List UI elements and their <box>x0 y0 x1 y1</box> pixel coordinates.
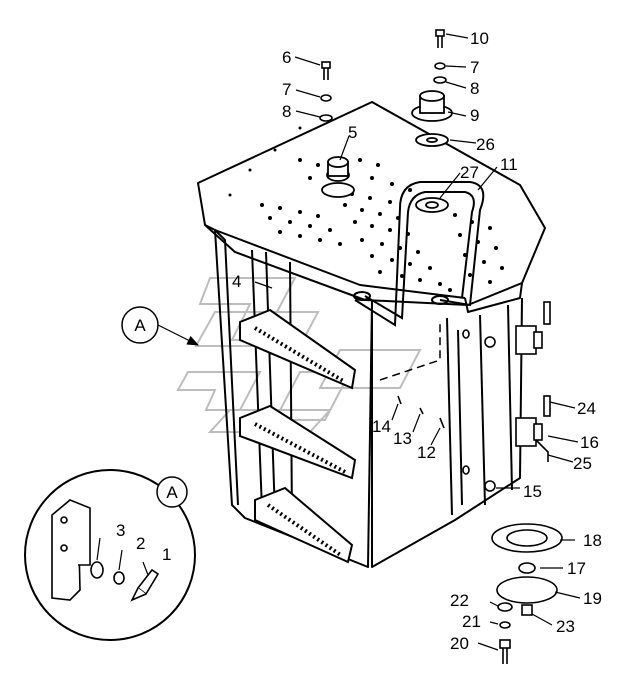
filler-cap <box>321 156 355 198</box>
callout-13: 13 <box>393 429 412 448</box>
leader-lines <box>157 33 581 651</box>
callout-9: 9 <box>470 106 479 125</box>
callout-8-right: 8 <box>470 79 479 98</box>
callout-20: 20 <box>450 634 469 653</box>
callout-3: 3 <box>116 521 125 540</box>
breather-assembly <box>411 90 453 213</box>
callout-8-left: 8 <box>282 102 291 121</box>
top-fasteners <box>319 29 447 122</box>
callout-7-right: 7 <box>470 58 479 77</box>
ladder-steps <box>239 308 357 564</box>
callout-27: 27 <box>460 163 479 182</box>
callout-23: 23 <box>556 617 575 636</box>
callout-15: 15 <box>523 482 542 501</box>
callout-6: 6 <box>282 48 291 67</box>
drain-assembly <box>491 523 563 664</box>
callout-18: 18 <box>583 531 602 550</box>
handrail <box>353 181 485 327</box>
callout-24: 24 <box>577 399 596 418</box>
callout-1: 1 <box>162 545 171 564</box>
callout-2: 2 <box>136 534 145 553</box>
callout-5: 5 <box>348 123 357 142</box>
callout-labels: 1 2 3 4 5 6 7 8 9 10 7 8 11 12 13 14 15 … <box>116 29 602 653</box>
callout-21: 21 <box>462 612 481 631</box>
small-screws <box>397 395 445 429</box>
callout-10: 10 <box>470 29 489 48</box>
detail-a-letter: A <box>166 483 178 502</box>
side-hardware <box>462 301 551 492</box>
callout-11: 11 <box>500 155 518 174</box>
callout-26: 26 <box>476 135 495 154</box>
callout-25: 25 <box>573 454 592 473</box>
detail-view: A <box>24 469 196 641</box>
callout-7-left: 7 <box>282 80 291 99</box>
view-a-letter: A <box>134 316 146 335</box>
callout-17: 17 <box>567 559 586 578</box>
callout-22: 22 <box>450 591 469 610</box>
callout-19: 19 <box>583 589 602 608</box>
callout-4: 4 <box>232 272 241 291</box>
view-a-callout: A <box>121 306 159 344</box>
callout-16: 16 <box>580 433 599 452</box>
callout-14: 14 <box>372 417 391 436</box>
callout-12: 12 <box>417 443 436 462</box>
